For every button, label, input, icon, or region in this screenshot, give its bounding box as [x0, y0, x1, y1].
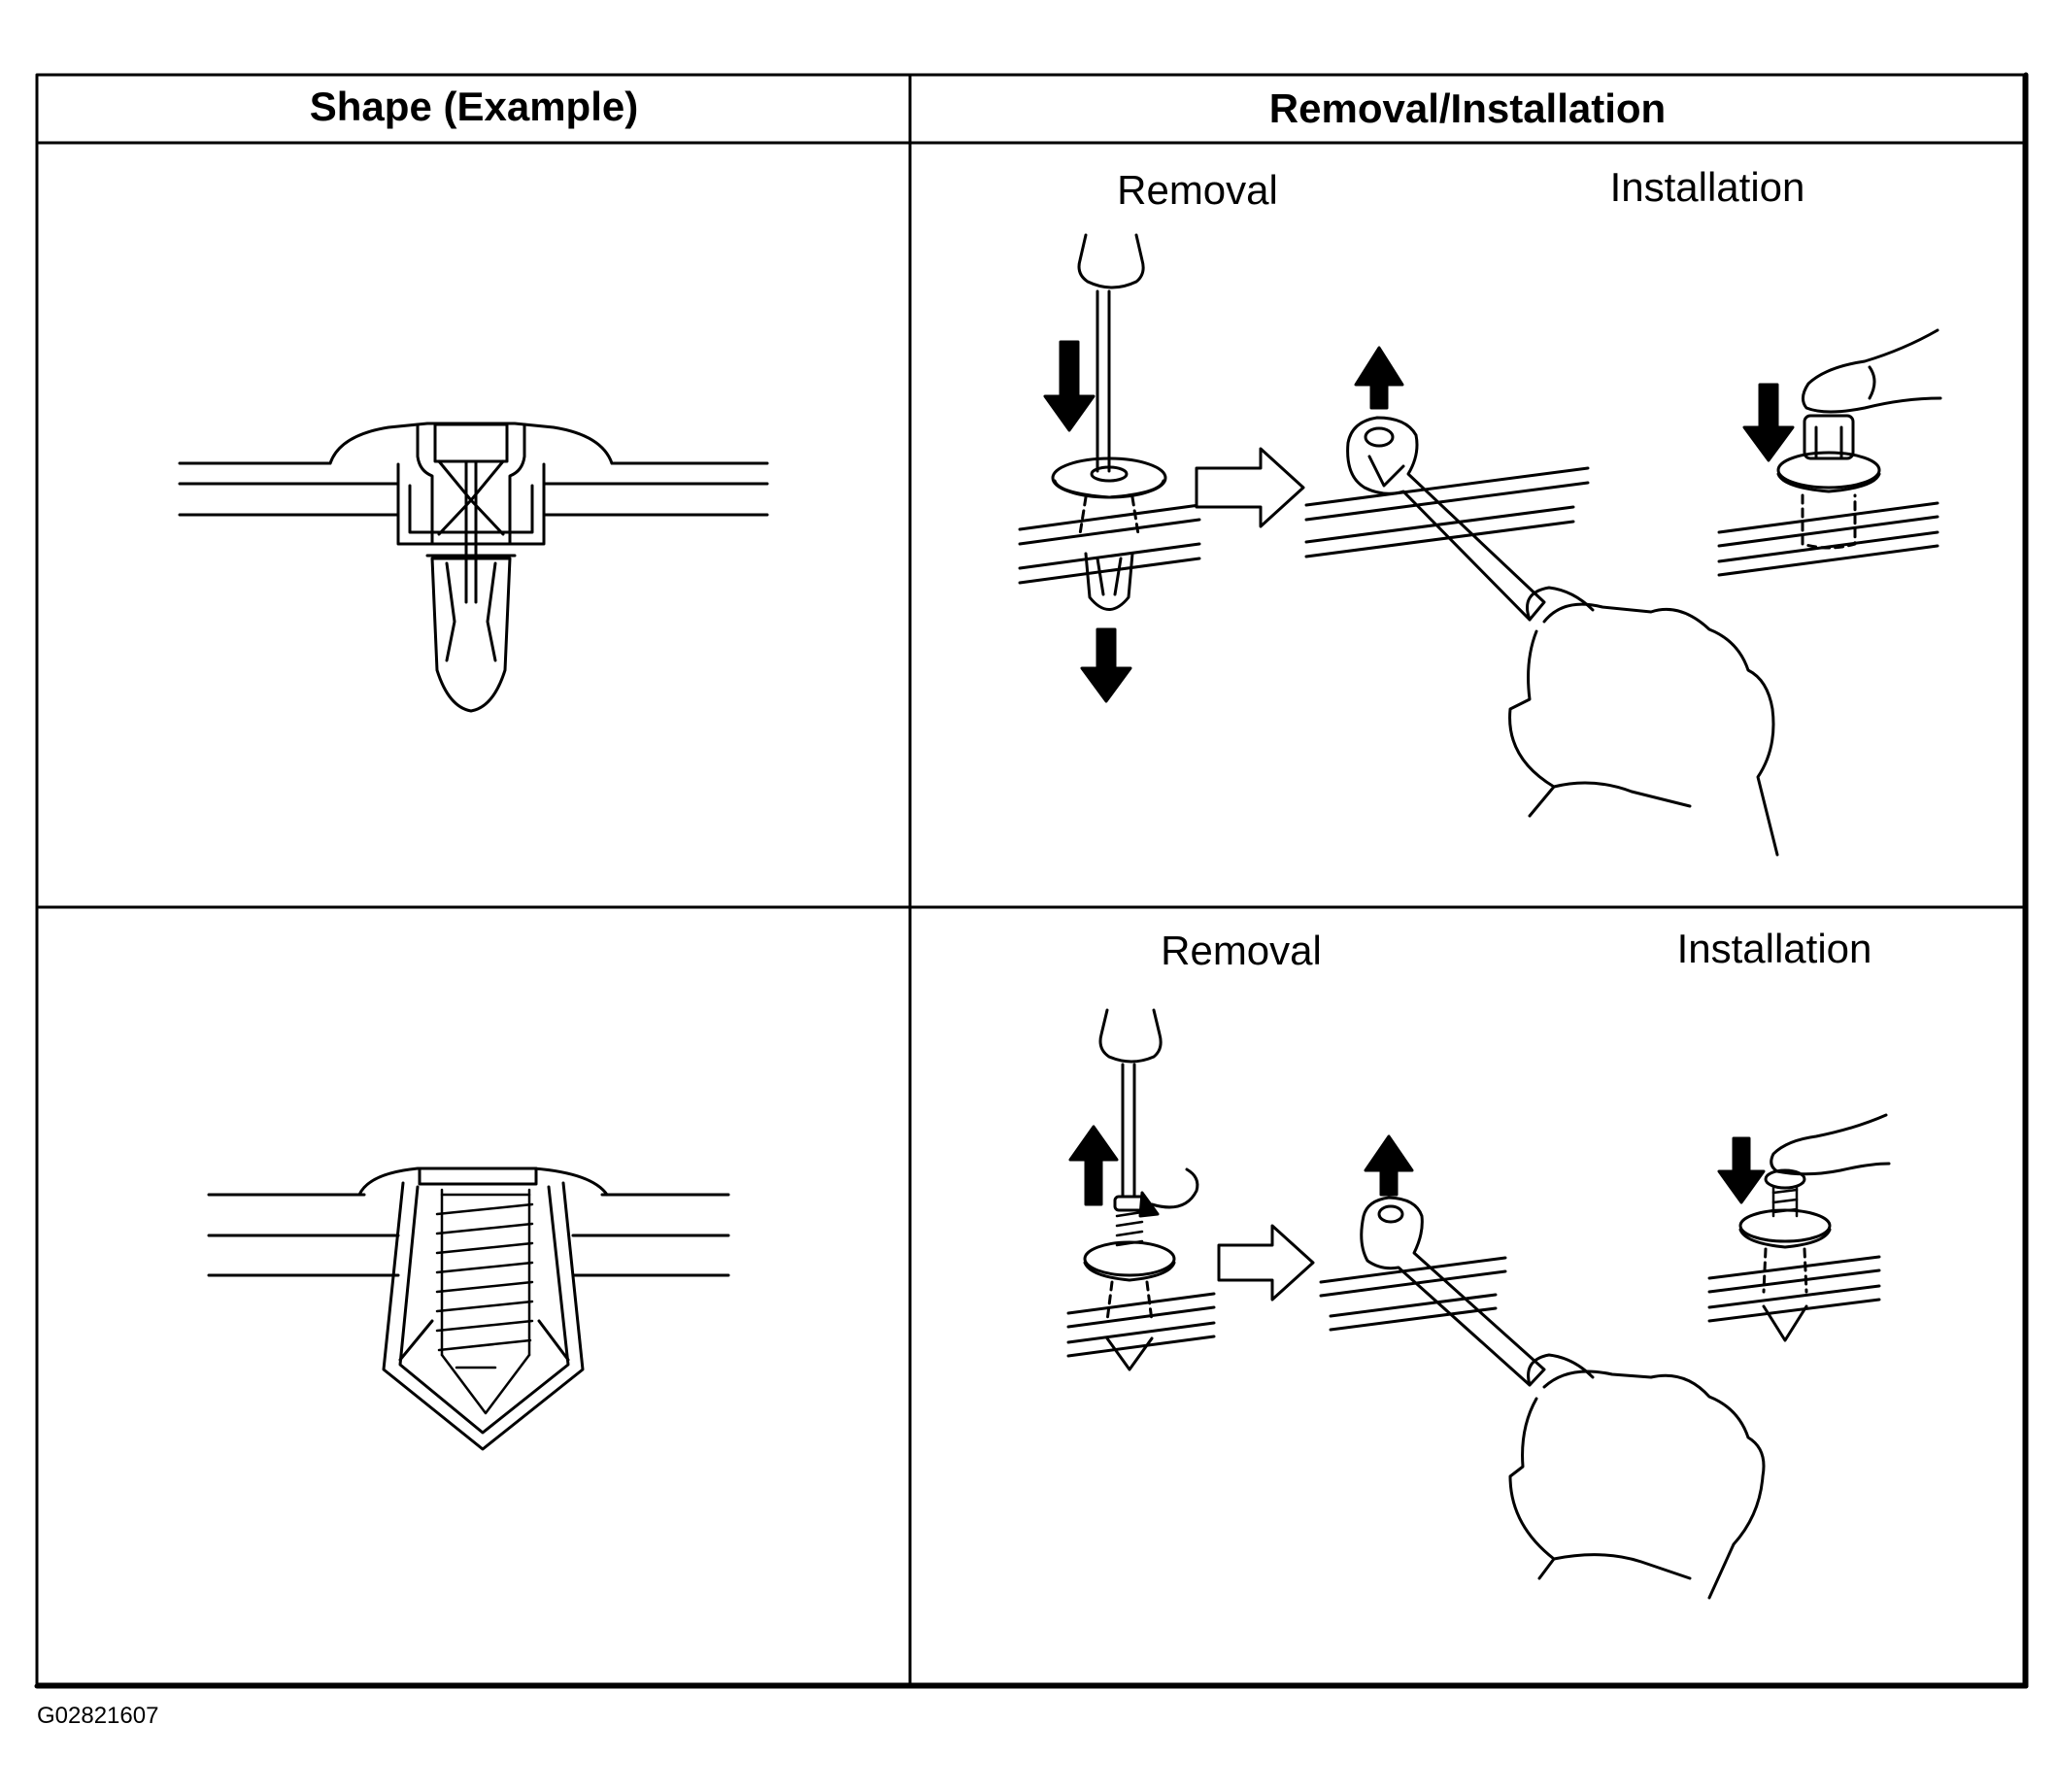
row1-removal-diagram [1020, 235, 1303, 701]
rotate-arrow-icon [1152, 1169, 1197, 1207]
up-arrow-icon [1366, 1136, 1412, 1195]
up-arrow-icon [1356, 348, 1402, 408]
finger-icon [1803, 330, 1940, 412]
header-shape-example: Shape (Example) [310, 84, 638, 129]
row2-installation-label: Installation [1677, 926, 1872, 971]
down-arrow-icon [1045, 342, 1094, 430]
down-arrow-icon [1744, 385, 1793, 460]
row1-tool-diagram [1306, 348, 1777, 855]
figure-code: G02821607 [37, 1703, 158, 1729]
screwdriver-icon [1100, 1010, 1161, 1197]
row1-removal-label: Removal [1117, 167, 1278, 213]
down-arrow-icon [1719, 1138, 1764, 1202]
row1-installation-label: Installation [1610, 164, 1805, 210]
header-removal-installation: Removal/Installation [1269, 85, 1666, 131]
screwdriver-icon [1079, 235, 1143, 471]
push-clip-shape-diagram [180, 423, 767, 711]
row2-tool-diagram [1321, 1136, 1764, 1598]
row2-removal-diagram [1068, 1010, 1313, 1369]
hand-icon [1510, 588, 1777, 855]
down-arrow-icon [1082, 629, 1130, 701]
row2-installation-diagram [1709, 1115, 1889, 1340]
clip-remover-tool-icon [1348, 418, 1544, 620]
outline-right-arrow-icon [1197, 449, 1303, 526]
row2-removal-label: Removal [1161, 928, 1322, 973]
screw-clip-shape-diagram [209, 1168, 728, 1449]
finger-icon [1771, 1115, 1889, 1174]
clip-remover-tool-icon [1362, 1198, 1544, 1385]
outline-right-arrow-icon [1219, 1226, 1313, 1300]
hand-icon [1510, 1355, 1764, 1598]
up-arrow-icon [1070, 1127, 1117, 1204]
row1-installation-diagram [1719, 330, 1940, 575]
table-grid [37, 75, 2026, 1686]
